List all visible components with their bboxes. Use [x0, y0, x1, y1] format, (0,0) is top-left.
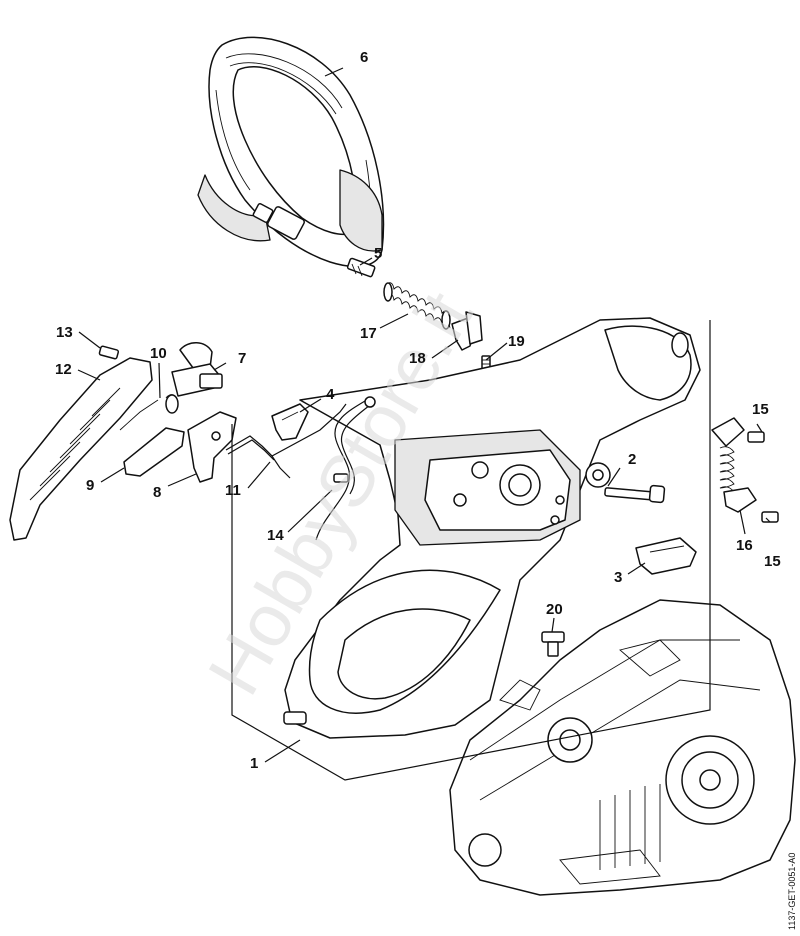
callout-label-6: 6 — [360, 49, 368, 66]
clip-4-part — [271, 403, 309, 441]
rear-handle-housing-part — [283, 317, 701, 739]
callout-leaders — [77, 67, 771, 781]
engine-crankcase-assembly — [449, 599, 796, 896]
rod-11-part — [225, 403, 347, 479]
callout-label-18: 18 — [409, 350, 426, 367]
callout-label-9: 9 — [86, 477, 94, 494]
handlebar-part — [197, 36, 385, 268]
callout-label-19: 19 — [508, 333, 525, 350]
screw-5-part — [346, 257, 376, 278]
callout-label-7: 7 — [238, 350, 246, 367]
callout-label-11: 11 — [225, 482, 241, 499]
buffer-16-part — [711, 417, 779, 523]
callout-label-10: 10 — [150, 345, 167, 362]
callout-label-15b: 15 — [764, 553, 781, 570]
callout-label-4: 4 — [326, 386, 335, 403]
spring-17-part — [383, 282, 451, 330]
callout-label-5: 5 — [374, 245, 382, 262]
cable-14-part — [315, 396, 376, 541]
callout-label-16: 16 — [736, 537, 753, 554]
screw-20-part — [541, 631, 565, 657]
side-cover-12-part — [9, 357, 153, 541]
screw-13-part — [98, 345, 120, 360]
callout-label-17: 17 — [360, 325, 377, 342]
callout-label-2: 2 — [628, 451, 636, 468]
callout-label-12: 12 — [55, 361, 72, 378]
clip-3-part — [635, 537, 697, 575]
spring-10-part — [119, 394, 179, 431]
callout-label-14: 14 — [267, 527, 284, 544]
callout-label-15a: 15 — [752, 401, 769, 418]
callout-label-3: 3 — [614, 569, 622, 586]
bracket-18-part — [451, 311, 483, 351]
callout-label-1: 1 — [250, 755, 258, 772]
drawing-code: 1137-GET-0051-A0 — [787, 853, 797, 930]
screw-2-part — [604, 484, 666, 504]
callout-labels: 6 5 17 18 19 2 3 4 7 8 9 10 11 12 13 14 … — [55, 49, 781, 772]
trigger-8-part — [187, 411, 237, 483]
lever-7-part — [171, 342, 223, 397]
callout-label-13: 13 — [56, 324, 73, 341]
callout-label-8: 8 — [153, 484, 161, 501]
cover-9-part — [123, 427, 185, 477]
callout-label-20: 20 — [546, 601, 563, 618]
